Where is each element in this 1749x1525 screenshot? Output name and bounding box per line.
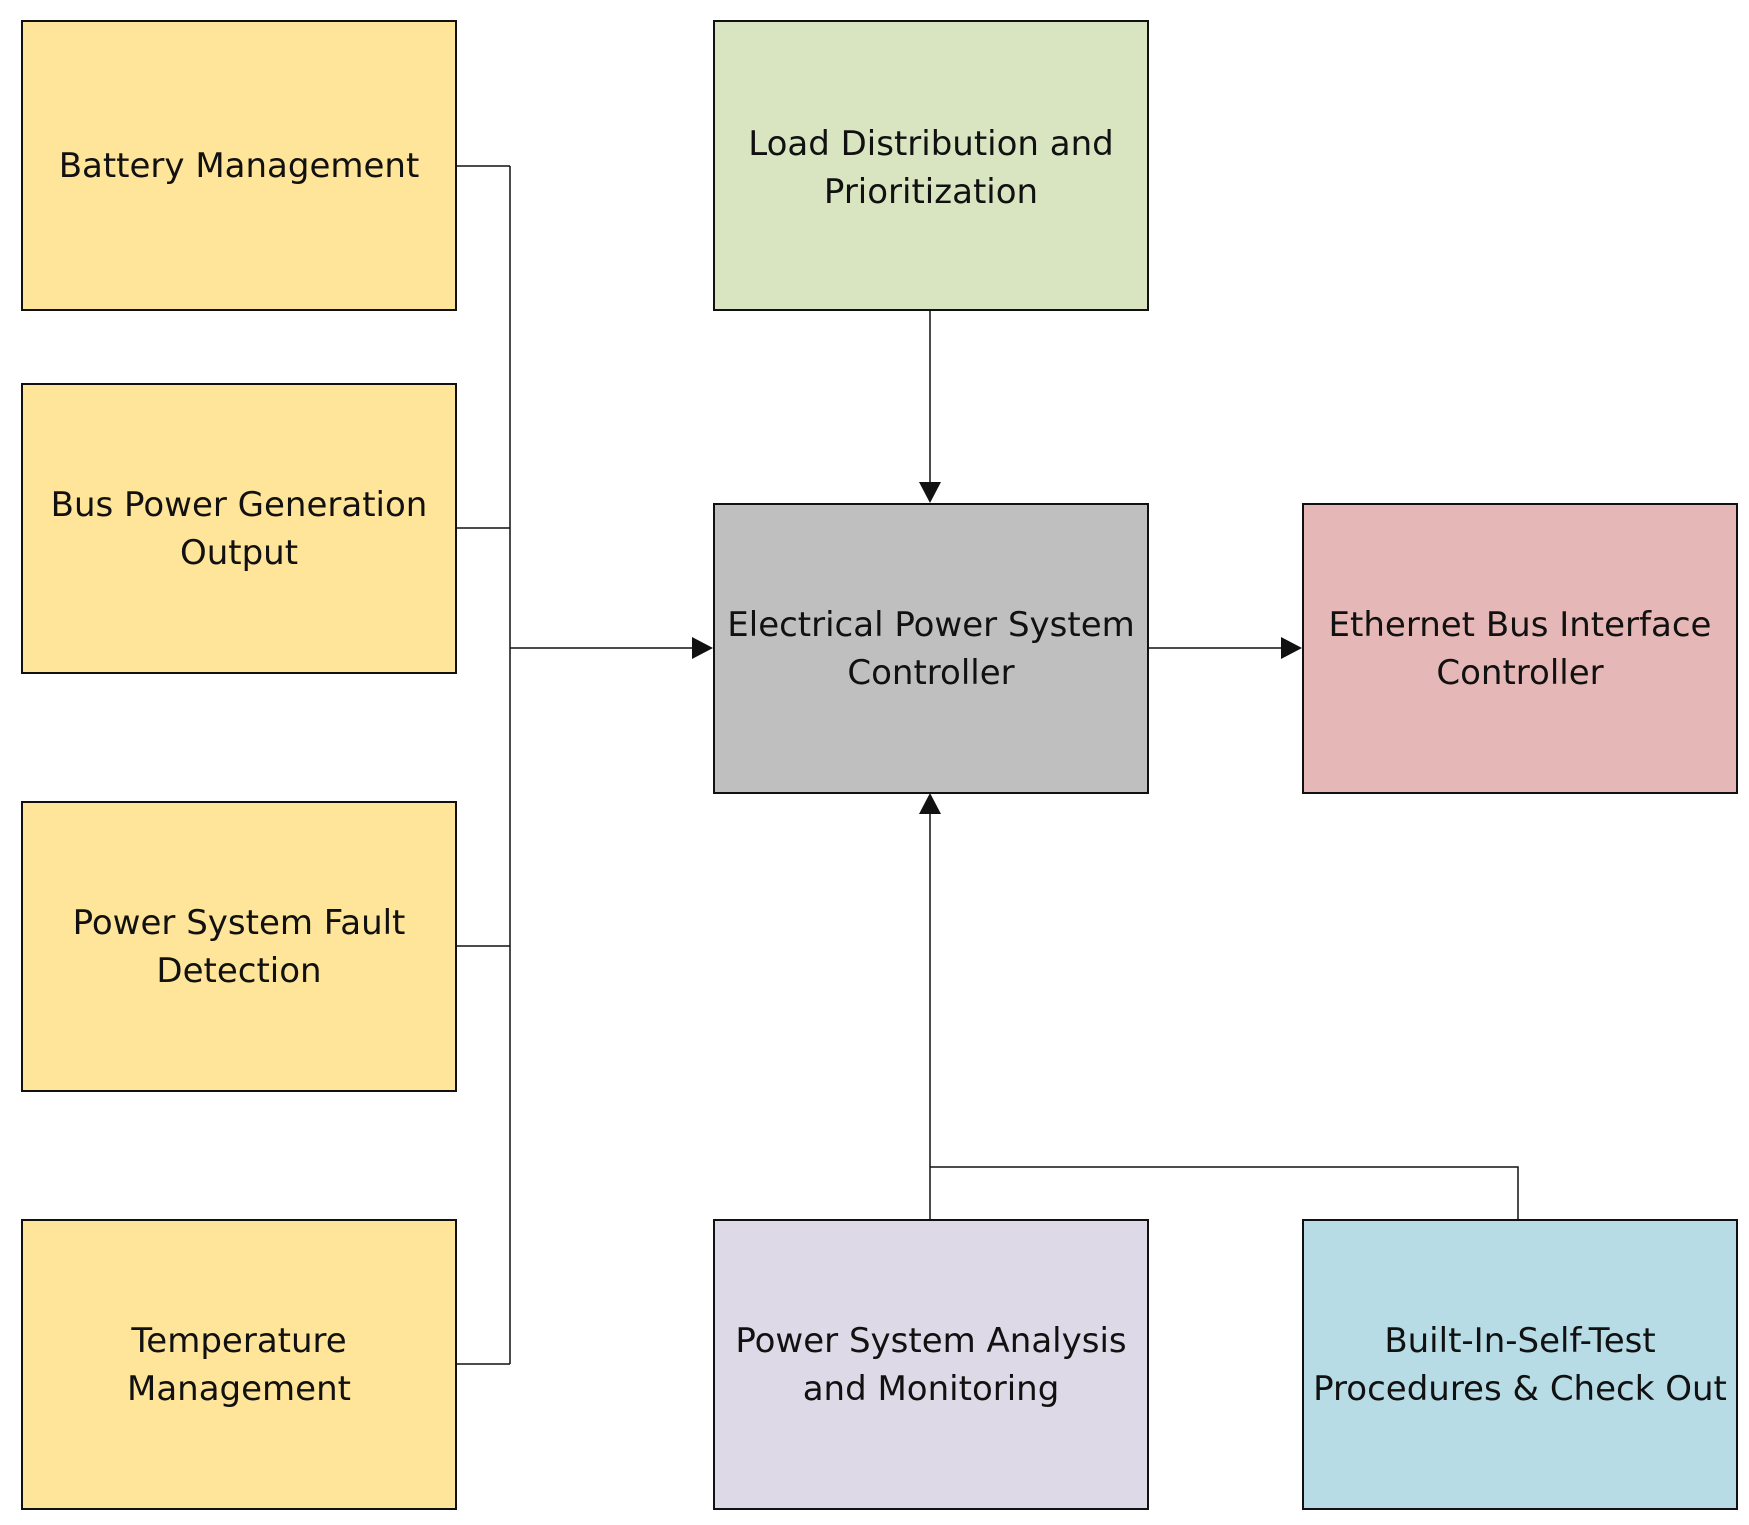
battery-management-box: Battery Management xyxy=(21,20,457,311)
electrical-power-system-controller-box: Electrical Power System Controller xyxy=(713,503,1149,794)
ethernet-bus-interface-controller-label: Ethernet Bus Interface Controller xyxy=(1328,604,1712,693)
bus-power-generation-output-box: Bus Power Generation Output xyxy=(21,383,457,674)
battery-management-label: Battery Management xyxy=(58,145,420,186)
temperature-management-label: Temperature Management xyxy=(127,1320,351,1409)
power-system-fault-detection-box: Power System Fault Detection xyxy=(21,801,457,1092)
bus-power-generation-output-label: Bus Power Generation Output xyxy=(50,484,428,573)
load-distribution-label: Load Distribution and Prioritization xyxy=(748,124,1114,212)
electrical-power-system-controller-label: Electrical Power System Controller xyxy=(727,604,1135,693)
power-system-analysis-box: Power System Analysis and Monitoring xyxy=(713,1219,1149,1510)
built-in-self-test-box: Built-In-Self-Test Procedures & Check Ou… xyxy=(1302,1219,1738,1510)
edge-load-to-eps-arrowhead xyxy=(919,482,941,503)
edge-bist-to-eps xyxy=(930,1166,1519,1220)
edge-eps-to-ethernet-arrowhead xyxy=(1281,637,1302,659)
edge-analysis-to-eps-arrowhead xyxy=(919,793,941,814)
left-trunk-arrowhead xyxy=(692,637,713,659)
power-system-analysis-label: Power System Analysis and Monitoring xyxy=(735,1320,1127,1409)
temperature-management-box: Temperature Management xyxy=(21,1219,457,1510)
power-system-fault-detection-label: Power System Fault Detection xyxy=(72,902,406,991)
load-distribution-box: Load Distribution and Prioritization xyxy=(713,20,1149,311)
ethernet-bus-interface-controller-box: Ethernet Bus Interface Controller xyxy=(1302,503,1738,794)
built-in-self-test-label: Built-In-Self-Test Procedures & Check Ou… xyxy=(1313,1320,1727,1409)
